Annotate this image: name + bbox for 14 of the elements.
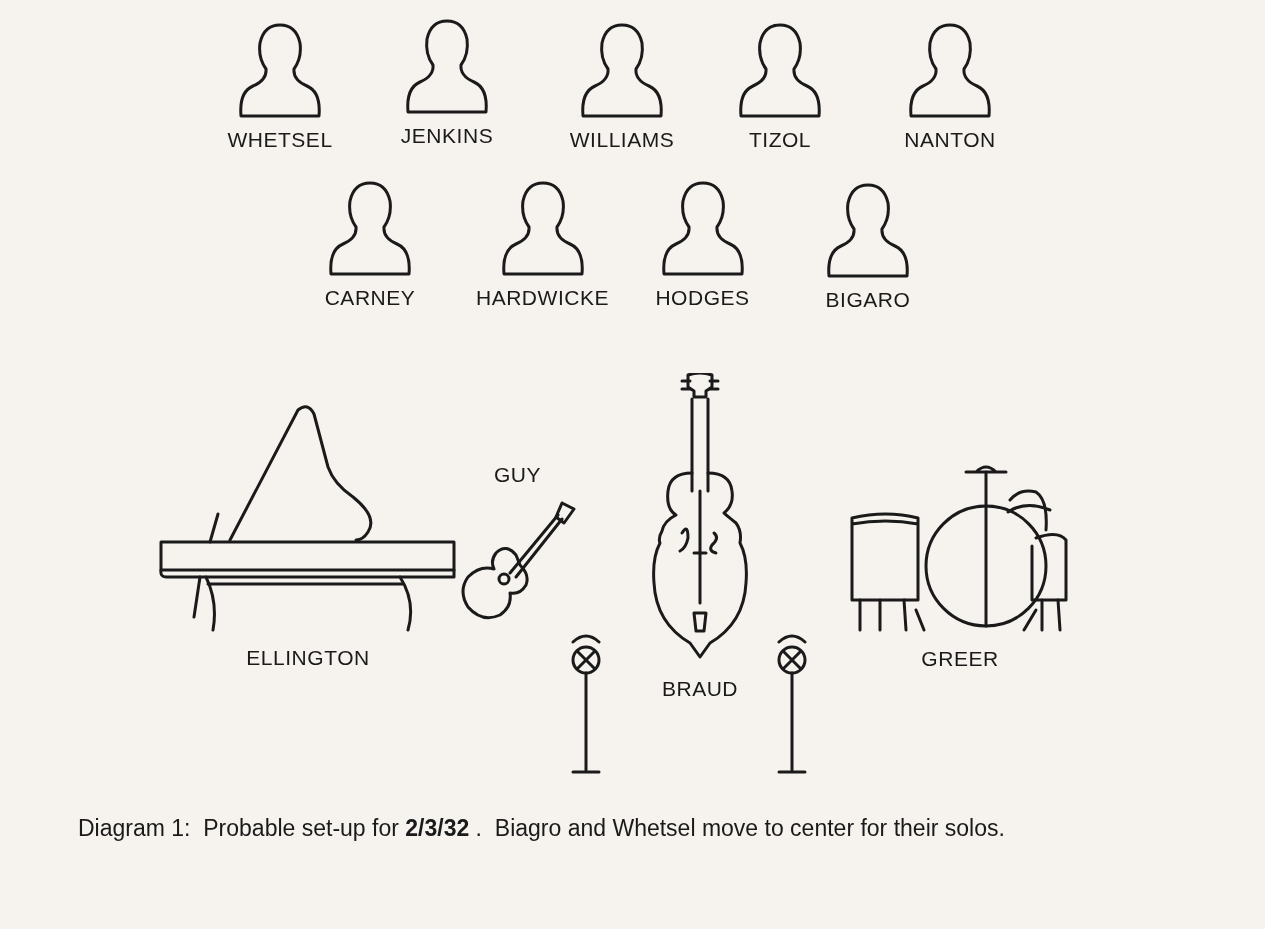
name-label: BIGARO <box>825 289 911 310</box>
name-label: TIZOL <box>748 129 812 150</box>
caption: Diagram 1: Probable set-up for 2/3/32 . Biagro and Whetsel move to center for their solos. <box>78 814 1006 843</box>
name-label: BRAUD <box>661 678 739 699</box>
name-label: CARNEY <box>324 287 416 308</box>
name-label: WHETSEL <box>227 129 333 150</box>
name-label: ELLINGTON <box>246 647 370 668</box>
name-label: HARDWICKE <box>475 287 610 308</box>
name-label: HODGES <box>655 287 750 308</box>
name-label: WILLIAMS <box>569 129 675 150</box>
name-label: NANTON <box>904 129 996 150</box>
name-label: GUY <box>493 464 542 485</box>
name-label: GREER <box>921 648 999 669</box>
name-label: JENKINS <box>400 125 494 146</box>
